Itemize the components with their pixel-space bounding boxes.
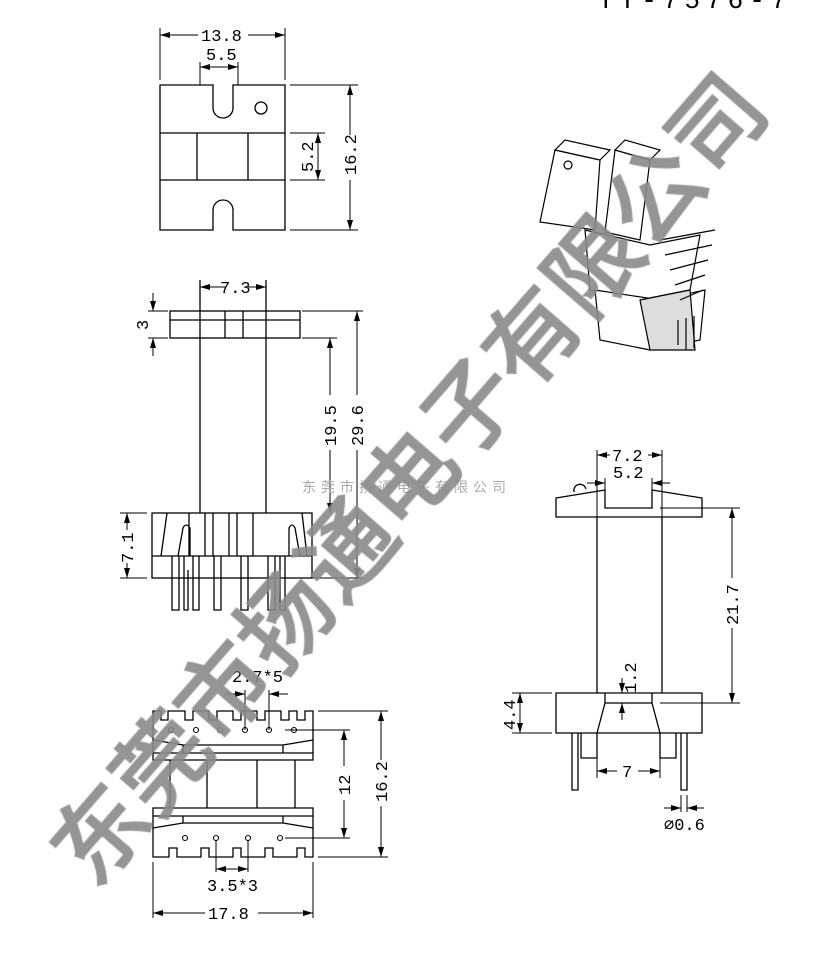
dim-pin-diameter: ⌀0.6 — [664, 817, 705, 836]
dim-step: 1.2 — [623, 662, 642, 693]
dim-winding: 19.5 — [323, 405, 342, 446]
top-view: 13.8 5.5 16.2 5.2 — [159, 28, 362, 231]
dim-core-width: 7.3 — [220, 280, 251, 299]
dim-inner: 5.2 — [613, 465, 644, 484]
bottom-view: 2.7*5 3.5*3 17.8 12 16.2 — [152, 669, 393, 925]
dim-base: 4.4 — [502, 699, 521, 730]
dim-leg-gap: 7 — [622, 764, 632, 783]
dim-center: 5.2 — [300, 141, 319, 172]
dim-width: 17.8 — [208, 906, 249, 925]
dim-pin-pitch-bottom: 3.5*3 — [207, 878, 258, 897]
dim-height: 16.2 — [343, 134, 362, 175]
dim-row-spacing: 12 — [337, 775, 356, 795]
dim-flange: 3 — [135, 320, 154, 330]
dim-width: 13.8 — [201, 28, 242, 47]
part-code: YY-7576-7 — [598, 0, 792, 16]
isometric-view — [539, 139, 716, 351]
dim-depth: 16.2 — [374, 761, 393, 802]
dim-height: 21.7 — [725, 584, 744, 625]
dim-pin-pitch-top: 2.7*5 — [232, 669, 283, 688]
front-view: 7.2 5.2 21.7 1.2 4.4 7 ⌀0.6 — [502, 448, 744, 836]
dim-slot: 5.5 — [206, 47, 237, 66]
watermark-small: 东莞市扬通电子有限公司 — [302, 479, 511, 496]
dim-total-height: 29.6 — [350, 405, 369, 446]
side-view: 7.3 3 19.5 29.6 7.1 — [120, 280, 369, 611]
dim-base: 7.1 — [120, 532, 139, 563]
